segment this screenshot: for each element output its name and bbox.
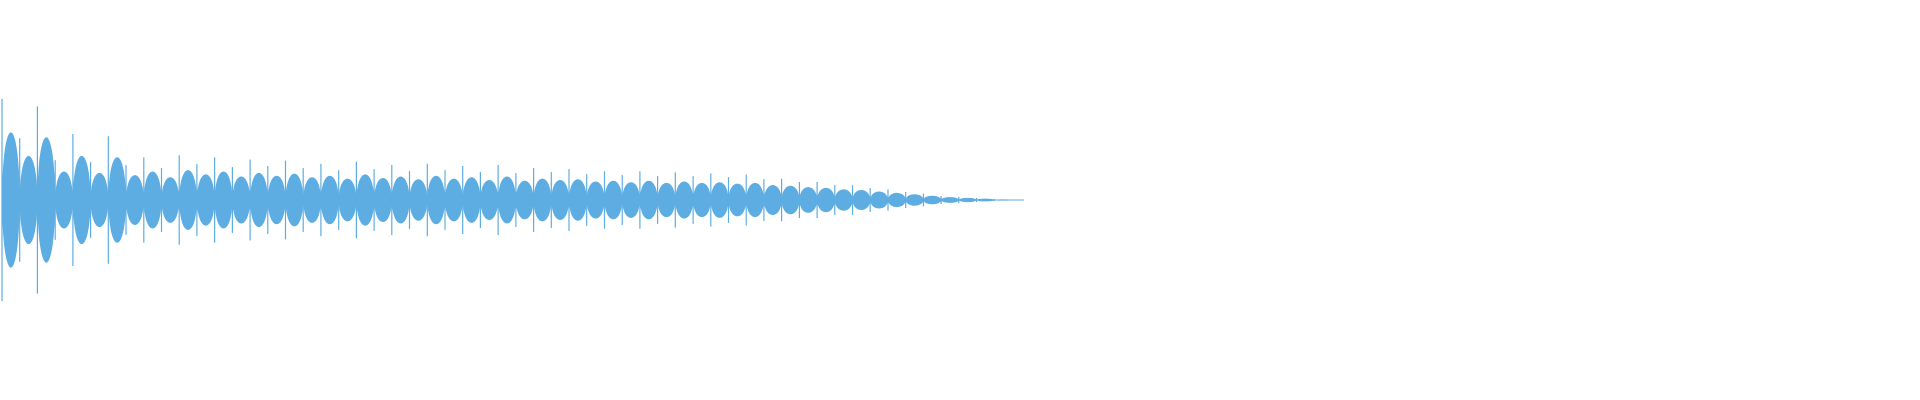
waveform-lobe [923, 195, 942, 205]
waveform-lobe [515, 180, 534, 220]
waveform-lobe [941, 197, 959, 203]
waveform-lobe [551, 180, 569, 220]
waveform-lobe [480, 180, 499, 220]
waveform-lobe [267, 175, 286, 225]
waveform-lobe [143, 171, 162, 229]
waveform-lobe [445, 178, 463, 222]
waveform-lobe [817, 187, 835, 213]
waveform-lobe [427, 175, 445, 225]
waveform-lobe [657, 182, 676, 218]
waveform-lobe [196, 174, 215, 226]
waveform-lobe [108, 157, 126, 243]
waveform-lobe [214, 171, 233, 229]
waveform-lobe [604, 180, 623, 220]
waveform-lobe [498, 176, 516, 224]
waveform-lobe [179, 170, 197, 230]
waveform-lobe [55, 171, 73, 229]
waveform-lobe [639, 180, 658, 220]
waveform-lobe [250, 172, 268, 228]
waveform-lobe [728, 183, 747, 217]
waveform-lobe [285, 173, 304, 227]
waveform-lobe [958, 197, 977, 203]
waveform-lobe [462, 177, 481, 223]
waveform-lobe [870, 191, 888, 209]
waveform-lobe [161, 177, 180, 223]
waveform-lobe [888, 192, 906, 208]
waveform-lobe [320, 175, 339, 225]
waveform-lobe [834, 189, 853, 211]
waveform-lobe [569, 179, 587, 221]
waveform-lobe [72, 155, 91, 245]
waveform-lobe [126, 175, 144, 225]
waveform-lobe [2, 132, 20, 268]
waveform-lobe [303, 177, 321, 223]
waveform-lobe [356, 174, 375, 226]
waveform-lobe [905, 194, 924, 206]
waveform-lobe [852, 190, 871, 210]
waveform-lobe [19, 155, 38, 245]
waveform-lobe [693, 182, 711, 218]
waveform-lobe [338, 178, 357, 222]
waveform-lobe [409, 179, 428, 221]
waveform-lobe [232, 176, 251, 224]
waveform-lobe [533, 178, 552, 222]
waveform-lobe [391, 176, 410, 224]
waveform-lobe [675, 181, 694, 219]
waveform-lobe [586, 181, 605, 219]
waveform-lobe [994, 199, 1012, 201]
waveform-lobe [781, 185, 800, 215]
waveform-lobe [763, 185, 782, 215]
waveform-lobe [710, 182, 729, 218]
waveform-lobe [37, 137, 56, 263]
waveform-lobe [746, 182, 764, 218]
waveform-lobe [90, 172, 109, 228]
waveform-lobe [976, 198, 995, 202]
waveform-lobe [374, 177, 392, 223]
waveform-lobe [799, 187, 818, 213]
waveform-lobe [622, 182, 640, 218]
